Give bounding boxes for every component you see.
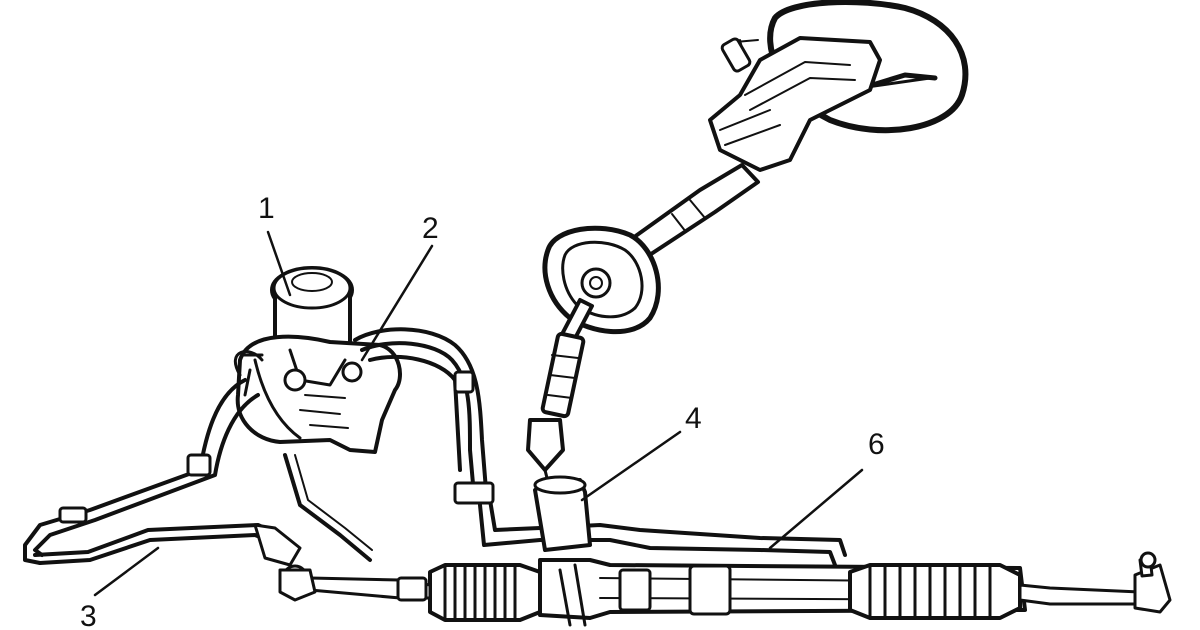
callout-label-1: 1 xyxy=(258,192,275,225)
firewall-seal-plate xyxy=(542,225,661,335)
callout-label-4: 4 xyxy=(685,402,702,435)
callout-4: 4 xyxy=(580,402,702,502)
callout-label-6: 6 xyxy=(868,428,885,461)
intermediate-shaft xyxy=(526,298,594,492)
callout-6: 6 xyxy=(768,428,885,550)
steering-column-shaft xyxy=(628,163,760,260)
feed-line xyxy=(33,523,309,592)
callout-label-3: 3 xyxy=(80,600,97,630)
pump-bracket-rod xyxy=(283,453,373,562)
steering-column-hub xyxy=(708,36,882,172)
left-tie-rod xyxy=(278,568,432,602)
rack-lines xyxy=(453,481,847,567)
pressure-hose xyxy=(353,327,488,497)
return-hose xyxy=(23,350,264,565)
right-boot xyxy=(848,563,1022,620)
left-boot xyxy=(428,563,542,622)
callout-2: 2 xyxy=(360,212,439,362)
control-valve-housing xyxy=(533,475,592,552)
right-tie-rod xyxy=(1018,551,1172,614)
callout-3: 3 xyxy=(80,546,160,630)
callout-1: 1 xyxy=(258,192,292,297)
callout-label-2: 2 xyxy=(422,212,439,245)
power-steering-pump xyxy=(235,334,402,454)
